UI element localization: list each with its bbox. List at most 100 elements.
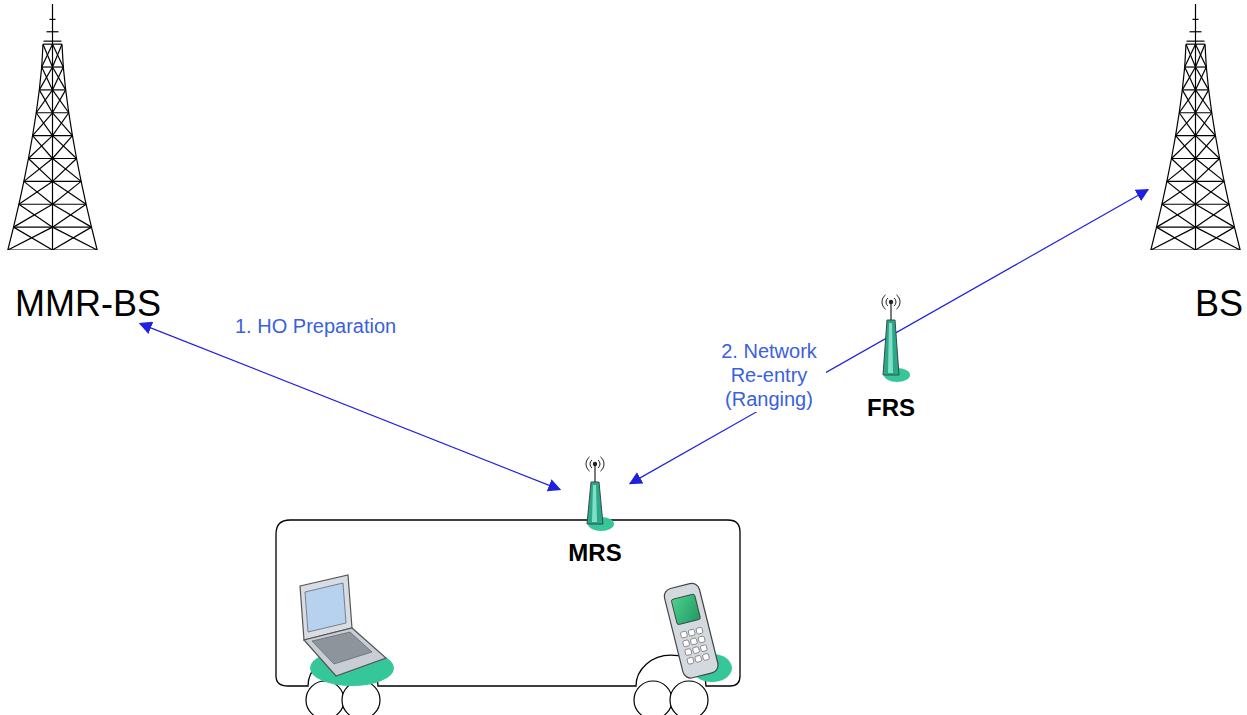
tower-strut (1195, 4, 1196, 44)
tower-strut (1193, 19, 1199, 20)
tower-strut (1176, 113, 1196, 136)
tower-strut (1162, 181, 1196, 204)
link-label: 2. Network Re-entry (Ranging) (712, 338, 826, 412)
tower-strut (8, 227, 53, 250)
antenna-highlight (592, 485, 597, 522)
antenna-icon (560, 452, 630, 534)
signal-wave (896, 295, 900, 309)
node-label: MMR-BS (5, 284, 161, 324)
tower-strut (53, 136, 77, 159)
phone-key (682, 640, 689, 647)
tower-strut (1196, 227, 1241, 250)
phone-key (695, 655, 702, 662)
radio-link (140, 324, 560, 490)
tower-strut (14, 204, 53, 227)
tower-strut (1196, 90, 1212, 113)
antenna-mast (890, 304, 891, 320)
tower-strut (8, 44, 43, 250)
tower-strut (24, 159, 53, 182)
phone-key (688, 629, 695, 636)
tower-strut (42, 44, 53, 67)
phone-key (702, 653, 709, 660)
radio-link (630, 190, 1148, 484)
tower-strut (53, 113, 73, 136)
tower-strut (1196, 44, 1207, 67)
tower-strut (47, 31, 59, 32)
tower-strut (1205, 44, 1240, 250)
laptop-icon (300, 575, 394, 686)
tower-strut (62, 44, 97, 250)
antenna-tip (889, 300, 893, 304)
antenna-tip (593, 462, 597, 466)
tower-icon (1148, 2, 1243, 250)
tower-strut (52, 4, 53, 44)
tower-strut (1179, 90, 1195, 113)
tower-icon (5, 2, 100, 250)
node-label: BS (1195, 284, 1243, 324)
tower-strut (50, 19, 56, 20)
relay-station: FRS (866, 290, 916, 421)
tower-strut (19, 181, 53, 204)
tower-strut (44, 41, 62, 42)
tower-strut (53, 181, 87, 204)
tower-strut (1190, 31, 1202, 32)
tower-strut (53, 44, 64, 67)
base-station: MMR-BS (5, 2, 161, 324)
tower-strut (1167, 159, 1196, 182)
phone-icon (663, 582, 732, 682)
tower-strut (1196, 181, 1230, 204)
tower-strut (1151, 44, 1186, 250)
tower-strut (1151, 227, 1196, 250)
signal-wave (586, 457, 590, 471)
node-label: FRS (867, 395, 915, 421)
phone-key (690, 638, 697, 645)
tower-strut (36, 90, 52, 113)
base-station: BS (1148, 2, 1243, 324)
tower-strut (53, 90, 69, 113)
phone-key (700, 645, 707, 652)
tower-strut (8, 249, 97, 250)
tower-strut (1196, 136, 1220, 159)
tower-strut (28, 136, 52, 159)
tower-strut (1187, 41, 1205, 42)
tower-strut (1196, 67, 1209, 90)
tower-strut (53, 159, 82, 182)
tower-strut (1182, 67, 1195, 90)
tower-strut (1196, 204, 1235, 227)
link-label: 1. HO Preparation (235, 314, 396, 338)
signal-wave (894, 298, 896, 306)
tower-strut (1185, 44, 1196, 67)
tower-strut (1195, 44, 1196, 250)
antenna-highlight (888, 323, 893, 373)
bus-body (276, 520, 740, 686)
signal-wave (882, 295, 886, 309)
phone-key (698, 636, 705, 643)
phone-key (692, 646, 699, 653)
antenna-mast (594, 466, 595, 482)
bus-wheels (306, 681, 708, 715)
tower-strut (1157, 204, 1196, 227)
tower-strut (1171, 136, 1195, 159)
relay-station: MRS (560, 452, 630, 566)
tower-strut (1196, 113, 1216, 136)
antenna-body (587, 482, 603, 524)
tower-strut (53, 204, 92, 227)
node-label: MRS (568, 540, 621, 566)
tower-strut (53, 67, 66, 90)
tower-strut (39, 67, 52, 90)
signal-wave (600, 457, 604, 471)
signal-wave (886, 298, 888, 306)
phone-key (687, 657, 694, 664)
signal-wave (598, 460, 600, 468)
tower-strut (53, 227, 98, 250)
phone-key (680, 631, 687, 638)
tower-strut (1151, 249, 1240, 250)
antenna-icon (866, 290, 916, 385)
tower-strut (33, 113, 53, 136)
phone-key (696, 627, 703, 634)
signal-wave (590, 460, 592, 468)
antenna-body (883, 320, 899, 375)
